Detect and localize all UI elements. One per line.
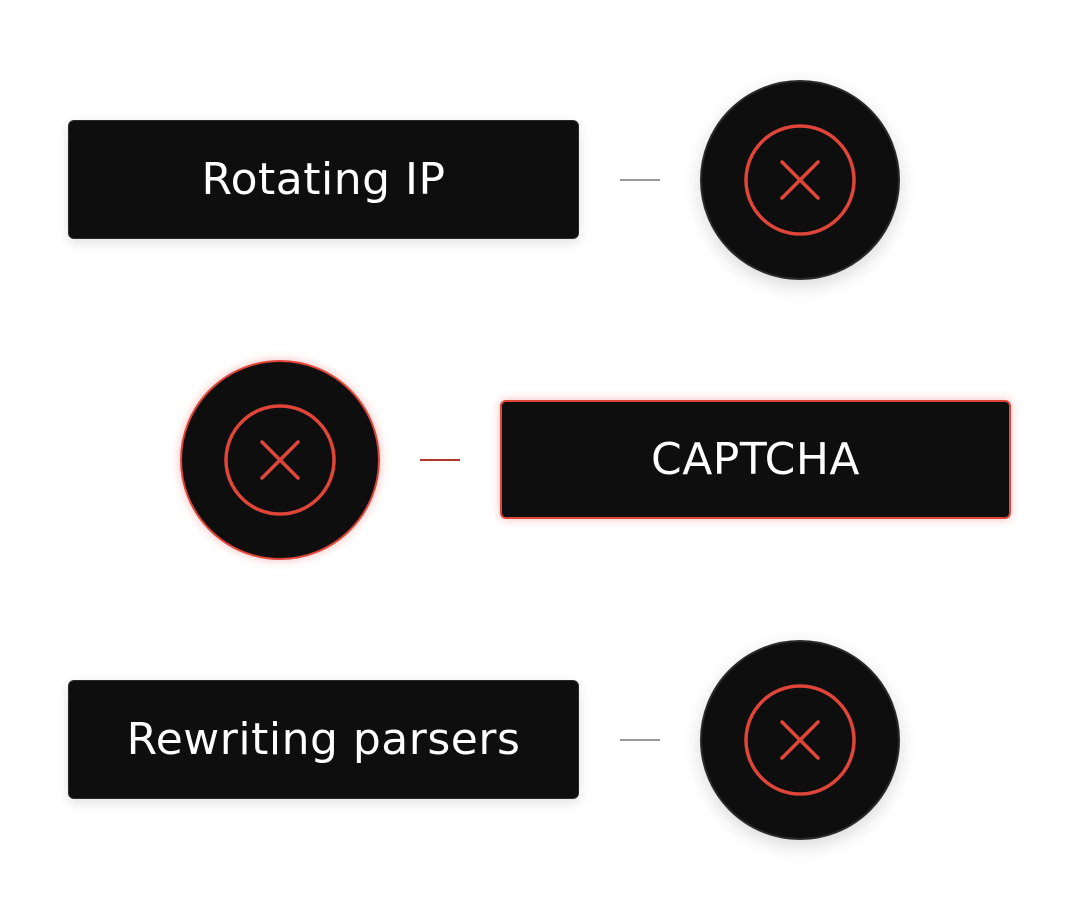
item-label: Rotating IP xyxy=(201,154,446,205)
x-circle-icon xyxy=(700,80,900,280)
x-circle-icon xyxy=(700,640,900,840)
connector-line xyxy=(420,459,460,461)
item-label: Rewriting parsers xyxy=(126,714,521,765)
item-label-box: Rewriting parsers xyxy=(68,680,579,799)
x-circle-icon xyxy=(180,360,380,560)
item-label-box: CAPTCHA xyxy=(500,400,1011,519)
connector-line xyxy=(620,739,660,741)
item-label-box: Rotating IP xyxy=(68,120,579,239)
item-label: CAPTCHA xyxy=(650,434,861,485)
connector-line xyxy=(620,179,660,181)
